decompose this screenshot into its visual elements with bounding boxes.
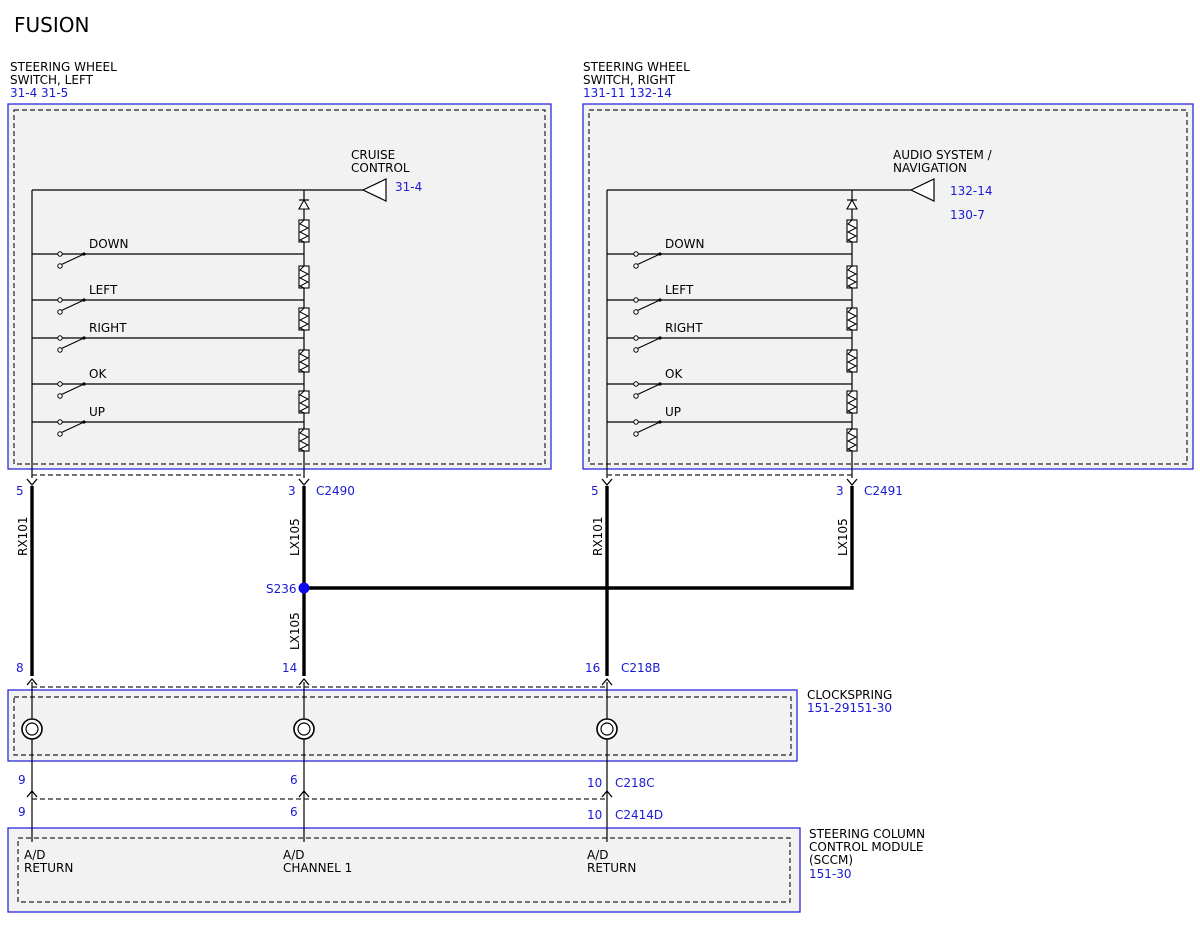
c2414d-connector-label[interactable]: C2414D: [615, 808, 663, 822]
right-lx-wire-label: LX105: [836, 518, 850, 556]
c218b-pin-2-label: 14: [282, 661, 297, 675]
right-steering-wheel-switch: STEERING WHEEL SWITCH, RIGHT 131-11 132-…: [582, 60, 1194, 478]
cruise-output-triangle-icon: [361, 178, 387, 202]
c2491-pin-a-label: 5: [591, 484, 599, 498]
clockspring-name: CLOCKSPRING: [807, 688, 892, 702]
right-switch-inner-outline: [588, 109, 1188, 465]
right-switch-label-down: DOWN: [665, 237, 705, 251]
left-switch-label-left: LEFT: [89, 283, 118, 297]
c218c-pin-3-label: 10: [587, 776, 602, 790]
clockspring-coil-3-icon: [596, 718, 618, 740]
clockspring-outline: [7, 689, 798, 762]
audio-label-line2: NAVIGATION: [893, 161, 967, 175]
lx-lower-wire-label: LX105: [288, 612, 302, 650]
c2490-pin-5-icon: [26, 478, 38, 486]
left-resistor-1-icon: [298, 219, 310, 243]
right-resistor-1-icon: [846, 219, 858, 243]
c2490-connector-label[interactable]: C2490: [316, 484, 355, 498]
c218b-pin-1-label: 8: [16, 661, 24, 675]
sccm-ref[interactable]: 151-30: [809, 867, 852, 881]
right-resistor-3-icon: [846, 307, 858, 331]
audio-label-line1: AUDIO SYSTEM /: [893, 148, 993, 162]
sccm-inner-outline: [17, 837, 791, 903]
right-resistor-4-icon: [846, 349, 858, 373]
right-resistor-2-icon: [846, 265, 858, 289]
c2414d-pin-3-label: 10: [587, 808, 602, 822]
left-resistor-4-icon: [298, 349, 310, 373]
clockspring-coil-2-icon: [293, 718, 315, 740]
left-resistor-6-icon: [298, 428, 310, 452]
clockspring-component: CLOCKSPRING 151-29151-30: [7, 682, 892, 840]
splice-s236-dot-icon[interactable]: [298, 582, 310, 594]
c218c-pin-2-label: 6: [290, 773, 298, 787]
sccm-pin2-line1: A/D: [283, 848, 305, 862]
cruise-label-line1: CRUISE: [351, 148, 395, 162]
right-lx105-wire[interactable]: [304, 486, 854, 590]
left-switch-label-up: UP: [89, 405, 105, 419]
c2490-pin-b-label: 3: [288, 484, 296, 498]
audio-output-ref-2[interactable]: 130-7: [950, 208, 985, 222]
c2491-pin-5-icon: [601, 478, 613, 486]
right-switch-name-line1: STEERING WHEEL: [583, 60, 690, 74]
c218b-connector-label[interactable]: C218B: [621, 661, 661, 675]
right-resistor-5-icon: [846, 390, 858, 414]
left-rx-wire-label: RX101: [16, 517, 30, 556]
sccm-outline: [7, 827, 801, 913]
right-switch-label-up: UP: [665, 405, 681, 419]
c2491-pin-b-label: 3: [836, 484, 844, 498]
left-switch-name-line1: STEERING WHEEL: [10, 60, 117, 74]
c218b-pin-3-label: 16: [585, 661, 600, 675]
clockspring-inner-outline: [13, 696, 792, 756]
left-switch-inner-outline: [13, 109, 546, 465]
left-steering-wheel-switch: STEERING WHEEL SWITCH, LEFT 31-4 31-5 CR…: [7, 60, 552, 478]
clockspring-refs[interactable]: 151-29151-30: [807, 701, 892, 715]
audio-output-ref-1[interactable]: 132-14: [950, 184, 993, 198]
c218c-pin-1-label: 9: [18, 773, 26, 787]
c2491-pin-3-icon: [846, 478, 858, 486]
left-switch-refs[interactable]: 31-4 31-5: [10, 86, 68, 100]
left-switch-label-ok: OK: [89, 367, 107, 381]
right-rx-wire-label: RX101: [591, 517, 605, 556]
left-lx-wire-label: LX105: [288, 518, 302, 556]
diagram-title: FUSION: [14, 13, 89, 37]
left-switch-name-line2: SWITCH, LEFT: [10, 73, 94, 87]
sccm-pin3-line1: A/D: [587, 848, 609, 862]
left-resistor-5-icon: [298, 390, 310, 414]
splice-s236-label[interactable]: S236: [266, 582, 297, 596]
cruise-label-line2: CONTROL: [351, 161, 410, 175]
sccm-name-line3: (SCCM): [809, 853, 853, 867]
clockspring-coil-1-icon: [21, 718, 43, 740]
c2490-pin-a-label: 5: [16, 484, 24, 498]
sccm-pin1-line1: A/D: [24, 848, 46, 862]
right-switch-label-ok: OK: [665, 367, 683, 381]
sccm-pin1-line2: RETURN: [24, 861, 73, 875]
c2491-connector-label[interactable]: C2491: [864, 484, 903, 498]
right-switch-name-line2: SWITCH, RIGHT: [583, 73, 676, 87]
c2414d-pin-2-label: 6: [290, 805, 298, 819]
right-switch-label-left: LEFT: [665, 283, 694, 297]
left-switch-label-down: DOWN: [89, 237, 129, 251]
cruise-output-ref[interactable]: 31-4: [395, 180, 422, 194]
c2490-pin-3-icon: [298, 478, 310, 486]
right-switch-refs[interactable]: 131-11 132-14: [583, 86, 672, 100]
sccm-name-line2: CONTROL MODULE: [809, 840, 924, 854]
sccm-name-line1: STEERING COLUMN: [809, 827, 925, 841]
left-resistor-2-icon: [298, 265, 310, 289]
left-switch-outline: [7, 103, 552, 470]
c2414d-pin-1-label: 9: [18, 805, 26, 819]
c218c-connector-label[interactable]: C218C: [615, 776, 655, 790]
right-resistor-6-icon: [846, 428, 858, 452]
audio-output-triangle-icon: [909, 178, 935, 202]
sccm-component: A/D RETURN A/D CHANNEL 1 A/D RETURN STEE…: [7, 827, 925, 913]
left-switch-label-right: RIGHT: [89, 321, 127, 335]
sccm-pin3-line2: RETURN: [587, 861, 636, 875]
sccm-pin2-line2: CHANNEL 1: [283, 861, 352, 875]
right-switch-outline: [582, 103, 1194, 470]
left-resistor-3-icon: [298, 307, 310, 331]
right-switch-label-right: RIGHT: [665, 321, 703, 335]
